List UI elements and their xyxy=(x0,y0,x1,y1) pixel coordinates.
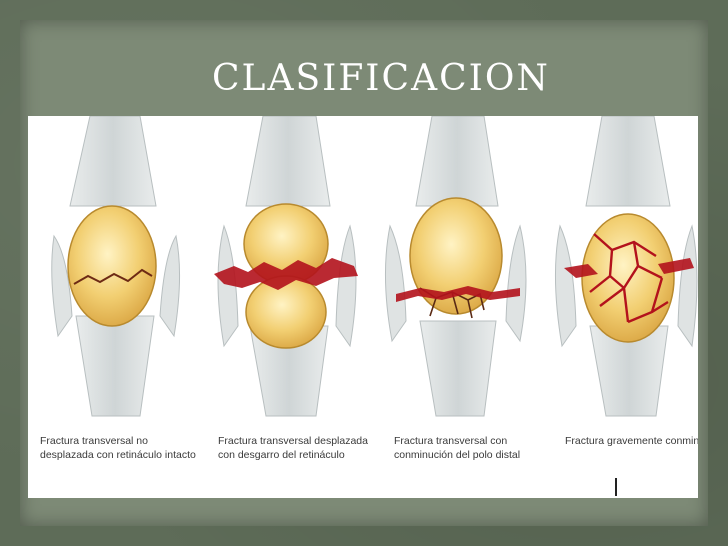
patella xyxy=(67,205,157,327)
torn-retinaculum-blood xyxy=(214,258,358,290)
retinaculum xyxy=(217,224,357,348)
knee-panel-1 xyxy=(51,116,181,417)
knee-panel-2 xyxy=(214,116,358,417)
quadriceps-tendon xyxy=(585,116,671,207)
retinaculum xyxy=(554,224,698,348)
patella-lower-fragment xyxy=(245,275,327,349)
caption-panel-1: Fractura transversal no desplazada con r… xyxy=(40,435,196,461)
fracture-blood xyxy=(564,258,694,278)
fracture-line xyxy=(73,268,153,285)
patellar-tendon xyxy=(419,320,497,417)
retinaculum xyxy=(384,224,527,343)
quadriceps-tendon xyxy=(245,116,331,207)
knee-panel-4 xyxy=(554,116,698,417)
quadriceps-tendon xyxy=(415,116,499,207)
patella-fracture-illustration: Fractura transversal no desplazada con r… xyxy=(28,116,698,498)
slide-title: CLASIFICACION xyxy=(212,58,550,99)
patella xyxy=(581,213,675,343)
patella xyxy=(409,197,503,315)
caption-panel-2: Fractura transversal desplazada con desg… xyxy=(218,435,368,461)
retinaculum xyxy=(51,234,181,338)
fracture-blood xyxy=(396,286,520,302)
knee-panel-3 xyxy=(384,116,527,417)
caption-panel-4: Fractura gravemente conminuta xyxy=(565,435,698,447)
illustration-svg xyxy=(51,116,698,496)
comminution-lines xyxy=(589,233,669,324)
caption-panel-3: Fractura transversal con conminución del… xyxy=(394,435,521,461)
patellar-tendon xyxy=(75,315,155,417)
quadriceps-tendon xyxy=(69,116,157,207)
